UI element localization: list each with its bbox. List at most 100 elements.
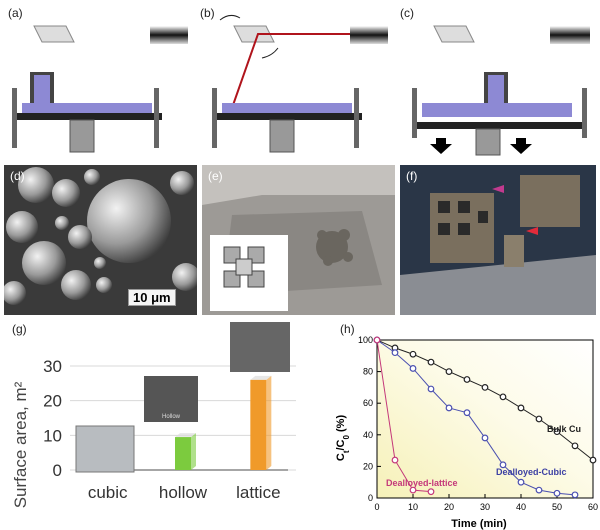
powder-bed-photo [202, 165, 395, 315]
data-point [553, 489, 561, 497]
y-tick-label: 30 [43, 357, 62, 376]
printed-parts-photo [400, 165, 596, 315]
y-tick-label: 80 [363, 367, 373, 377]
down-arrow-icon [510, 138, 532, 154]
y-tick-label: 40 [363, 430, 373, 440]
data-point [571, 442, 579, 450]
data-point [535, 486, 543, 494]
x-tick-label: 40 [516, 502, 526, 512]
panel-b: (b) [200, 0, 395, 160]
data-point [409, 350, 417, 358]
data-point [445, 368, 453, 375]
piston [69, 119, 95, 153]
data-point [427, 488, 435, 496]
data-point [517, 478, 525, 486]
panel-d-sem-image: (d) 10 μm [4, 165, 197, 315]
series-line-2 [376, 339, 432, 493]
panel-g: (g) Surface area, m² 0 10 20 30 cubic hollow… [0, 320, 300, 530]
dealloyed-cubic-series-label: Dealloyed-Cubic [496, 467, 567, 477]
y-tick-label: 20 [43, 392, 62, 411]
panel-a-label: (a) [8, 6, 23, 20]
panel-c-label: (c) [400, 6, 414, 20]
x-tick-label: 0 [374, 502, 379, 512]
data-point [499, 461, 507, 469]
bar-side-lattice [266, 375, 272, 470]
powder-bed [422, 103, 572, 117]
data-point [373, 336, 381, 344]
panel-d-label: (d) [10, 169, 25, 183]
data-point [499, 393, 507, 401]
mirror [233, 25, 275, 43]
schematic-b [212, 14, 388, 153]
lattice-sample-inset [230, 322, 290, 372]
y-tick-label: 0 [368, 493, 373, 503]
laser-source [150, 26, 188, 44]
panel-a: (a) [0, 0, 195, 160]
y-tick-label: 20 [363, 461, 373, 471]
panel-h-label: (h) [340, 322, 355, 336]
powder-particles [4, 167, 197, 305]
panel-e-photo: (e) [202, 165, 395, 315]
printed-lattice [316, 229, 353, 266]
cubic-sample-inset [75, 425, 135, 473]
x-tick-label: 60 [588, 502, 598, 512]
y-axis-label: Surface area, m² [11, 381, 30, 508]
data-point [391, 456, 399, 464]
data-point [481, 434, 489, 442]
data-point [535, 415, 543, 423]
bar-top-hollow [175, 433, 196, 438]
y-tick-label: 100 [358, 335, 373, 345]
data-point [427, 385, 435, 393]
hollow-inset-label: Hollow [162, 414, 181, 420]
bulk-cu-series-label: Bulk Cu [547, 424, 581, 434]
x-tick-label: 30 [480, 502, 490, 512]
mirror [33, 25, 75, 43]
category-label-cubic: cubic [88, 483, 128, 502]
panel-f-photo: (f) [400, 165, 596, 315]
data-point [409, 365, 417, 372]
data-point [463, 376, 471, 383]
mirror [433, 25, 475, 43]
bar-top-lattice [250, 375, 272, 380]
piston [269, 119, 295, 153]
data-point [589, 456, 597, 464]
y-tick-label: 60 [363, 398, 373, 408]
panel-c: (c) [400, 0, 600, 160]
panel-g-label: (g) [12, 322, 27, 336]
y-tick-label: 0 [53, 461, 62, 480]
panel-b-label: (b) [200, 6, 215, 20]
piston [475, 128, 501, 156]
y-tick-label: 10 [43, 426, 62, 445]
sample-photo-insets: Hollow [75, 322, 290, 473]
surface-area-chart: Surface area, m² 0 10 20 30 cubic hollow latt… [11, 322, 296, 508]
powder-bed [22, 103, 152, 113]
data-point [391, 349, 399, 357]
x-tick-label: 20 [444, 502, 454, 512]
data-point [409, 486, 417, 494]
data-point [481, 383, 489, 391]
schematic-c [412, 25, 590, 156]
data-point [427, 358, 435, 366]
laser-beam [231, 33, 350, 109]
scale-bar: 10 μm [128, 289, 176, 306]
x-tick-label: 50 [552, 502, 562, 512]
bed-plate [214, 113, 362, 120]
laser-source [350, 26, 388, 44]
bed-plate [14, 113, 162, 120]
schematic-a [12, 25, 188, 153]
category-label-hollow: hollow [159, 483, 208, 502]
dealloyed-lattice-series-label: Dealloyed-lattice [386, 478, 458, 488]
down-arrow-icon [430, 138, 452, 154]
category-label-lattice: lattice [236, 483, 280, 502]
y-axis-label: Ct/C0 (%) [335, 415, 351, 462]
hollow-sample-inset [144, 376, 198, 422]
panel-e-label: (e) [208, 169, 223, 183]
data-point [571, 491, 579, 499]
powder-bed [222, 103, 352, 113]
x-tick-label: 10 [408, 502, 418, 512]
data-point [445, 404, 453, 412]
laser-source [550, 26, 590, 44]
bed-plate [414, 122, 582, 129]
